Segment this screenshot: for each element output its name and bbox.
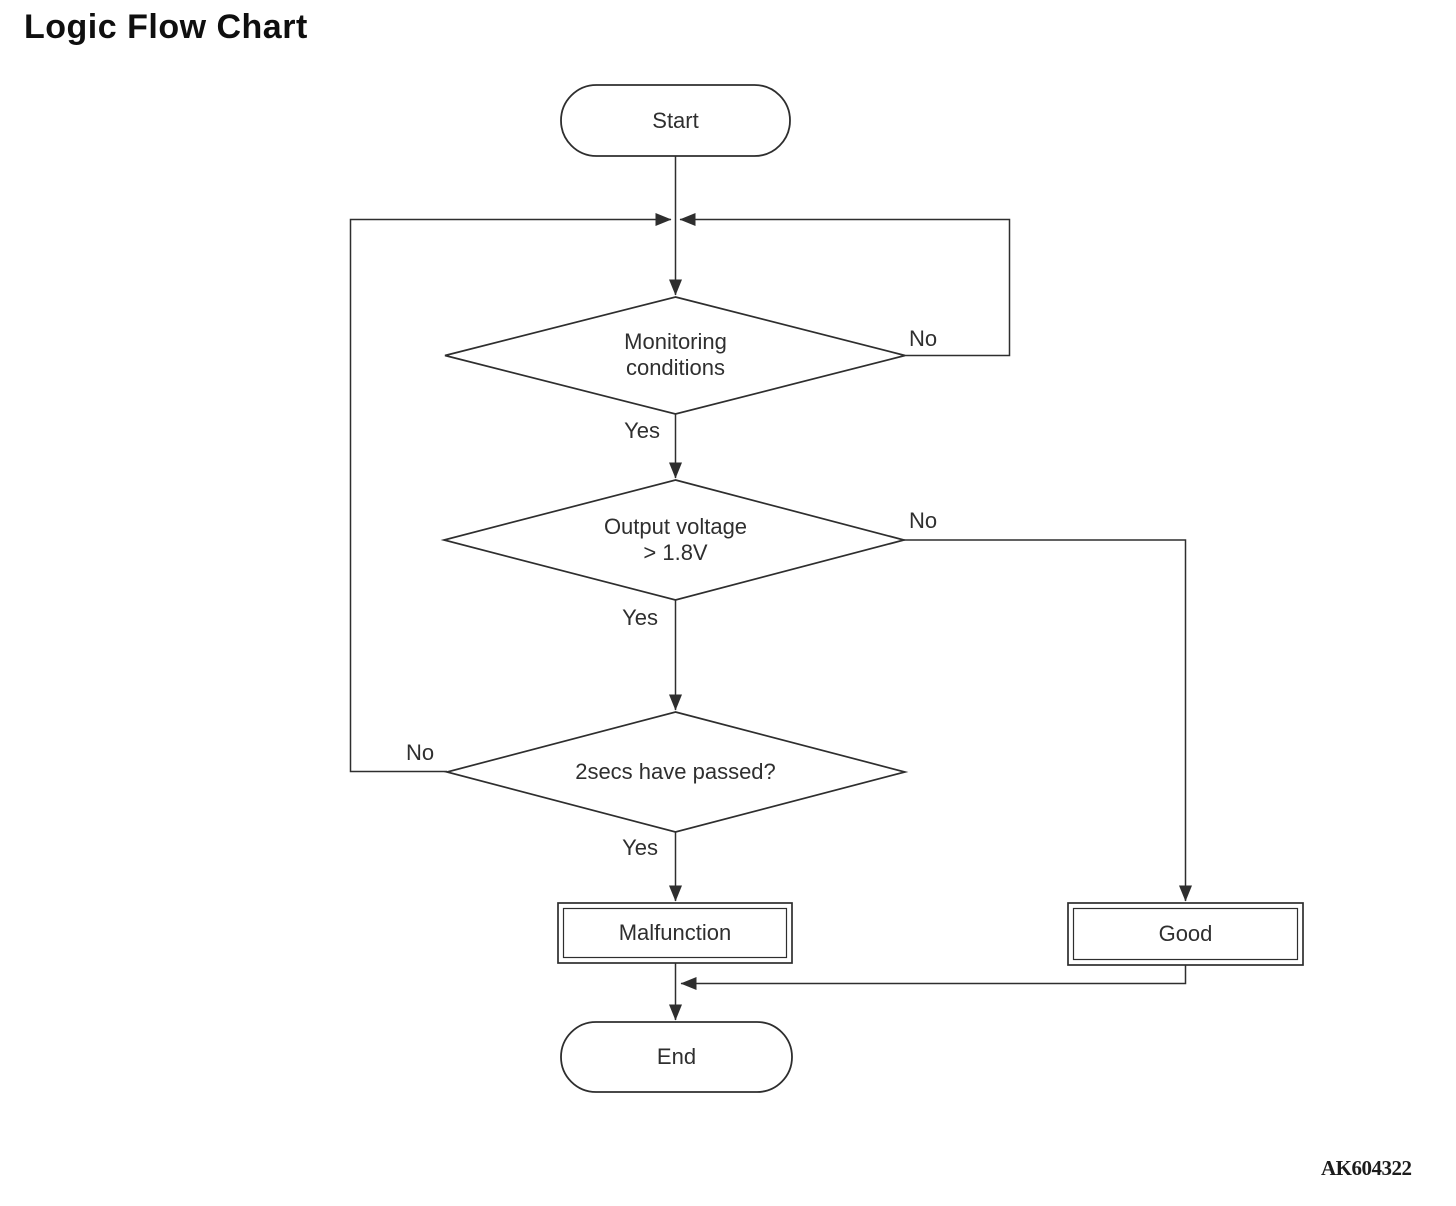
voltage-label-line1: Output voltage: [603, 514, 748, 539]
monitoring-label-line2: conditions: [625, 355, 726, 380]
edge-monitoring-no-loop: [679, 213, 1011, 357]
elapsed-label: 2secs have passed?: [575, 759, 776, 784]
monitoring-yes-label: Yes: [624, 418, 660, 443]
page-title: Logic Flow Chart: [24, 8, 308, 46]
monitoring-no-label: No: [909, 326, 938, 351]
end-terminator-shape: [560, 1021, 793, 1093]
end-label: End: [656, 1044, 697, 1069]
monitoring-label-line1: Monitoring: [624, 329, 727, 354]
edge-voltage-no-to-good: [904, 539, 1192, 902]
malfunction-label: Malfunction: [618, 920, 732, 945]
monitoring-label: Monitoring conditions: [545, 329, 806, 381]
edge-good-to-merge: [680, 965, 1187, 990]
voltage-decision-shape: [440, 479, 908, 601]
figure-code: AK604322: [1321, 1156, 1412, 1180]
edge-elapsed-no-loop: [349, 213, 672, 773]
voltage-label-line2: > 1.8V: [643, 540, 708, 565]
elapsed-yes-label: Yes: [622, 835, 658, 860]
monitoring-decision-shape: [444, 296, 906, 415]
elapsed-decision-shape: [443, 711, 909, 833]
good-label: Good: [1158, 921, 1213, 946]
start-label: Start: [652, 107, 699, 133]
voltage-yes-label: Yes: [622, 605, 658, 630]
elapsed-no-label: No: [406, 740, 435, 765]
good-box-inner: [1072, 907, 1299, 961]
voltage-no-label: No: [909, 508, 938, 533]
start-terminator-shape: [560, 84, 791, 157]
malfunction-box-inner: [562, 907, 788, 959]
voltage-label: Output voltage > 1.8V: [545, 514, 806, 566]
